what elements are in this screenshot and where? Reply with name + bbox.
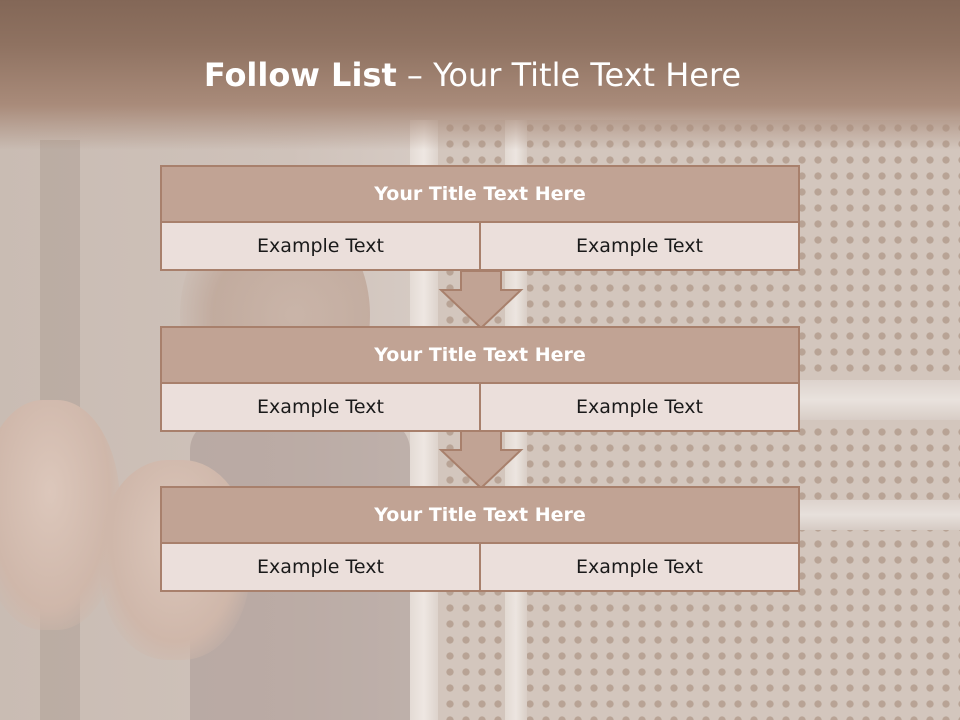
block-cell-right: Example Text bbox=[479, 223, 798, 269]
list-block-1: Your Title Text Here Example Text Exampl… bbox=[160, 165, 800, 271]
down-arrow-icon bbox=[438, 270, 524, 330]
down-arrow-icon bbox=[438, 430, 524, 490]
block-row: Example Text Example Text bbox=[162, 223, 798, 269]
block-row: Example Text Example Text bbox=[162, 384, 798, 430]
list-block-2: Your Title Text Here Example Text Exampl… bbox=[160, 326, 800, 432]
block-cell-right: Example Text bbox=[479, 384, 798, 430]
block-cell-right: Example Text bbox=[479, 544, 798, 590]
block-title: Your Title Text Here bbox=[162, 167, 798, 223]
block-title: Your Title Text Here bbox=[162, 328, 798, 384]
hand-left bbox=[0, 400, 120, 630]
slide-title-bold: Follow List bbox=[203, 56, 397, 94]
header-band bbox=[0, 0, 960, 150]
block-cell-left: Example Text bbox=[162, 223, 479, 269]
list-block-3: Your Title Text Here Example Text Exampl… bbox=[160, 486, 800, 592]
block-cell-left: Example Text bbox=[162, 544, 479, 590]
block-row: Example Text Example Text bbox=[162, 544, 798, 590]
block-title: Your Title Text Here bbox=[162, 488, 798, 544]
slide-title: Follow List – Your Title Text Here bbox=[0, 56, 945, 94]
block-cell-left: Example Text bbox=[162, 384, 479, 430]
slide-title-rest: – Your Title Text Here bbox=[396, 56, 742, 94]
